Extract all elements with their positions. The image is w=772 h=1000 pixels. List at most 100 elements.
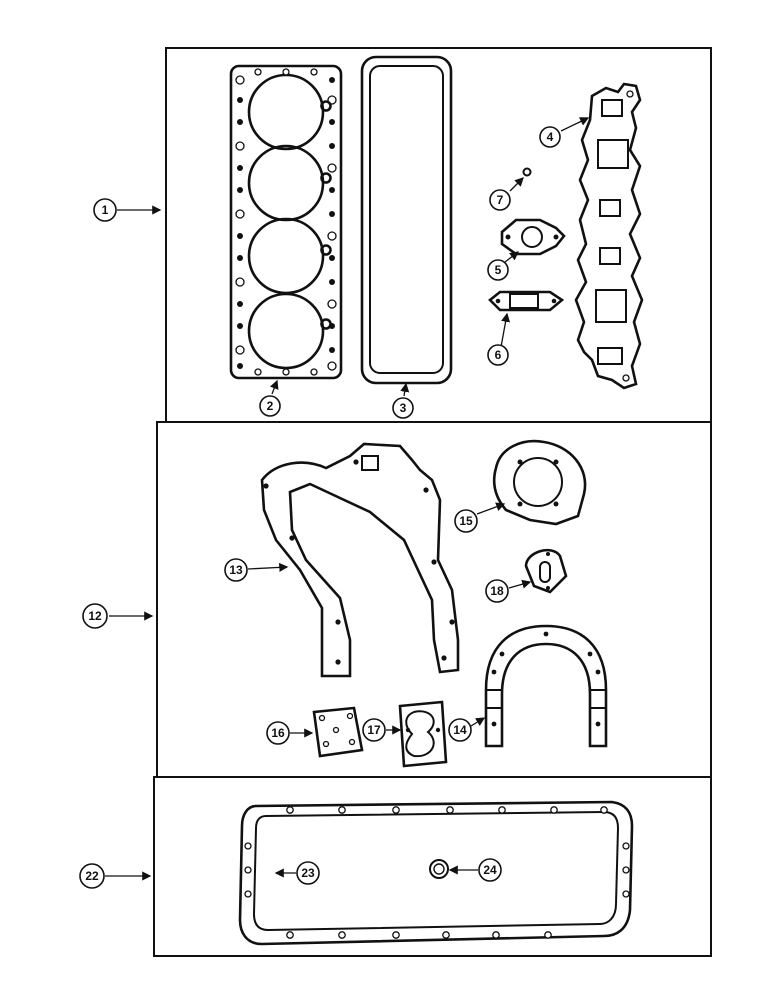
bolt-hole xyxy=(254,368,262,376)
oil-pan-gasket xyxy=(238,800,634,946)
bolt-hole xyxy=(237,165,243,171)
callout-17: 17 xyxy=(362,718,386,742)
bolt-hole xyxy=(310,368,318,376)
svg-text:17: 17 xyxy=(367,723,381,737)
bolt-hole xyxy=(320,318,332,330)
bolt-hole xyxy=(622,842,630,850)
bolt-hole xyxy=(237,233,243,239)
manifold-gasket xyxy=(574,82,644,390)
flange-gasket-6 xyxy=(488,290,565,312)
svg-text:14: 14 xyxy=(453,723,467,737)
bolt-hole xyxy=(329,187,335,193)
svg-text:2: 2 xyxy=(267,399,274,413)
callout-13: 13 xyxy=(224,558,248,582)
bolt-hole xyxy=(329,347,335,353)
bolt-hole xyxy=(600,806,608,814)
svg-text:15: 15 xyxy=(459,514,473,528)
svg-text:23: 23 xyxy=(301,866,315,880)
callout-22: 22 xyxy=(79,863,105,889)
svg-text:22: 22 xyxy=(85,869,99,883)
callout-4: 4 xyxy=(539,126,561,148)
bolt-hole xyxy=(329,279,335,285)
valve-cover-gasket xyxy=(360,55,453,385)
bolt-hole xyxy=(442,931,450,939)
callout-5: 5 xyxy=(487,259,509,281)
svg-text:18: 18 xyxy=(490,584,504,598)
bolt-hole xyxy=(329,77,335,83)
callout-2: 2 xyxy=(259,395,281,417)
svg-text:3: 3 xyxy=(400,401,407,415)
svg-text:12: 12 xyxy=(88,609,102,623)
timing-cover-gasket xyxy=(260,442,460,678)
bolt-hole xyxy=(237,187,243,193)
cylinder-head-gasket xyxy=(229,64,343,380)
bolt-hole xyxy=(329,211,335,217)
bolt-hole xyxy=(237,97,243,103)
bolt-hole xyxy=(244,866,252,874)
bolt-hole xyxy=(446,806,454,814)
callout-6: 6 xyxy=(487,344,509,366)
svg-text:4: 4 xyxy=(547,130,554,144)
callout-16: 16 xyxy=(266,721,290,745)
fuel-pump-gasket xyxy=(524,548,568,594)
svg-text:1: 1 xyxy=(102,203,109,217)
flange-gasket-5 xyxy=(500,218,566,256)
svg-text:7: 7 xyxy=(497,193,504,207)
bolt-hole xyxy=(392,931,400,939)
bolt-hole xyxy=(310,68,318,76)
callout-3: 3 xyxy=(392,397,414,419)
bolt-hole xyxy=(327,299,337,309)
oil-seal xyxy=(429,859,449,879)
bolt-hole xyxy=(235,209,245,219)
panel-frames xyxy=(153,47,712,957)
svg-text:5: 5 xyxy=(495,263,502,277)
bolt-hole xyxy=(338,931,346,939)
callout-18: 18 xyxy=(485,579,509,603)
bolt-hole xyxy=(282,68,290,76)
bolt-hole xyxy=(235,75,245,85)
lower-kit-panel xyxy=(153,776,712,957)
bolt-hole xyxy=(235,345,245,355)
callout-24: 24 xyxy=(478,858,502,882)
bolt-hole xyxy=(286,806,294,814)
bolt-hole xyxy=(244,842,252,850)
bolt-hole xyxy=(329,119,335,125)
bolt-hole xyxy=(237,363,243,369)
callout-1: 1 xyxy=(93,198,117,222)
water-pump-gasket xyxy=(492,439,587,526)
bolt-hole xyxy=(327,361,337,371)
bolt-hole xyxy=(320,172,332,184)
bolt-hole xyxy=(338,806,346,814)
bolt-hole xyxy=(237,323,243,329)
bolt-hole xyxy=(392,806,400,814)
bolt-hole xyxy=(235,277,245,287)
bolt-hole xyxy=(329,143,335,149)
bolt-hole xyxy=(329,255,335,261)
cover-plate-gasket xyxy=(312,706,364,758)
bolt-hole xyxy=(235,141,245,151)
bolt-hole xyxy=(237,119,243,125)
bolt-hole xyxy=(320,100,332,112)
bolt-hole xyxy=(254,68,262,76)
bolt-hole xyxy=(550,806,558,814)
bolt-hole xyxy=(622,890,630,898)
bolt-hole xyxy=(327,163,337,173)
svg-text:16: 16 xyxy=(271,726,285,740)
bolt-hole xyxy=(498,806,506,814)
callout-12: 12 xyxy=(82,603,108,629)
bolt-hole xyxy=(286,931,294,939)
bolt-hole xyxy=(244,890,252,898)
svg-text:6: 6 xyxy=(495,348,502,362)
rear-seal-gasket xyxy=(484,624,608,748)
leader-lines xyxy=(105,117,590,881)
bolt-hole xyxy=(327,231,337,241)
callout-15: 15 xyxy=(454,509,478,533)
bolt-hole xyxy=(622,866,630,874)
callout-14: 14 xyxy=(448,718,472,742)
bolt-hole xyxy=(237,255,243,261)
svg-text:13: 13 xyxy=(229,563,243,577)
callout-23: 23 xyxy=(296,861,320,885)
housing-gasket xyxy=(398,700,448,768)
o-ring-7 xyxy=(522,167,532,177)
